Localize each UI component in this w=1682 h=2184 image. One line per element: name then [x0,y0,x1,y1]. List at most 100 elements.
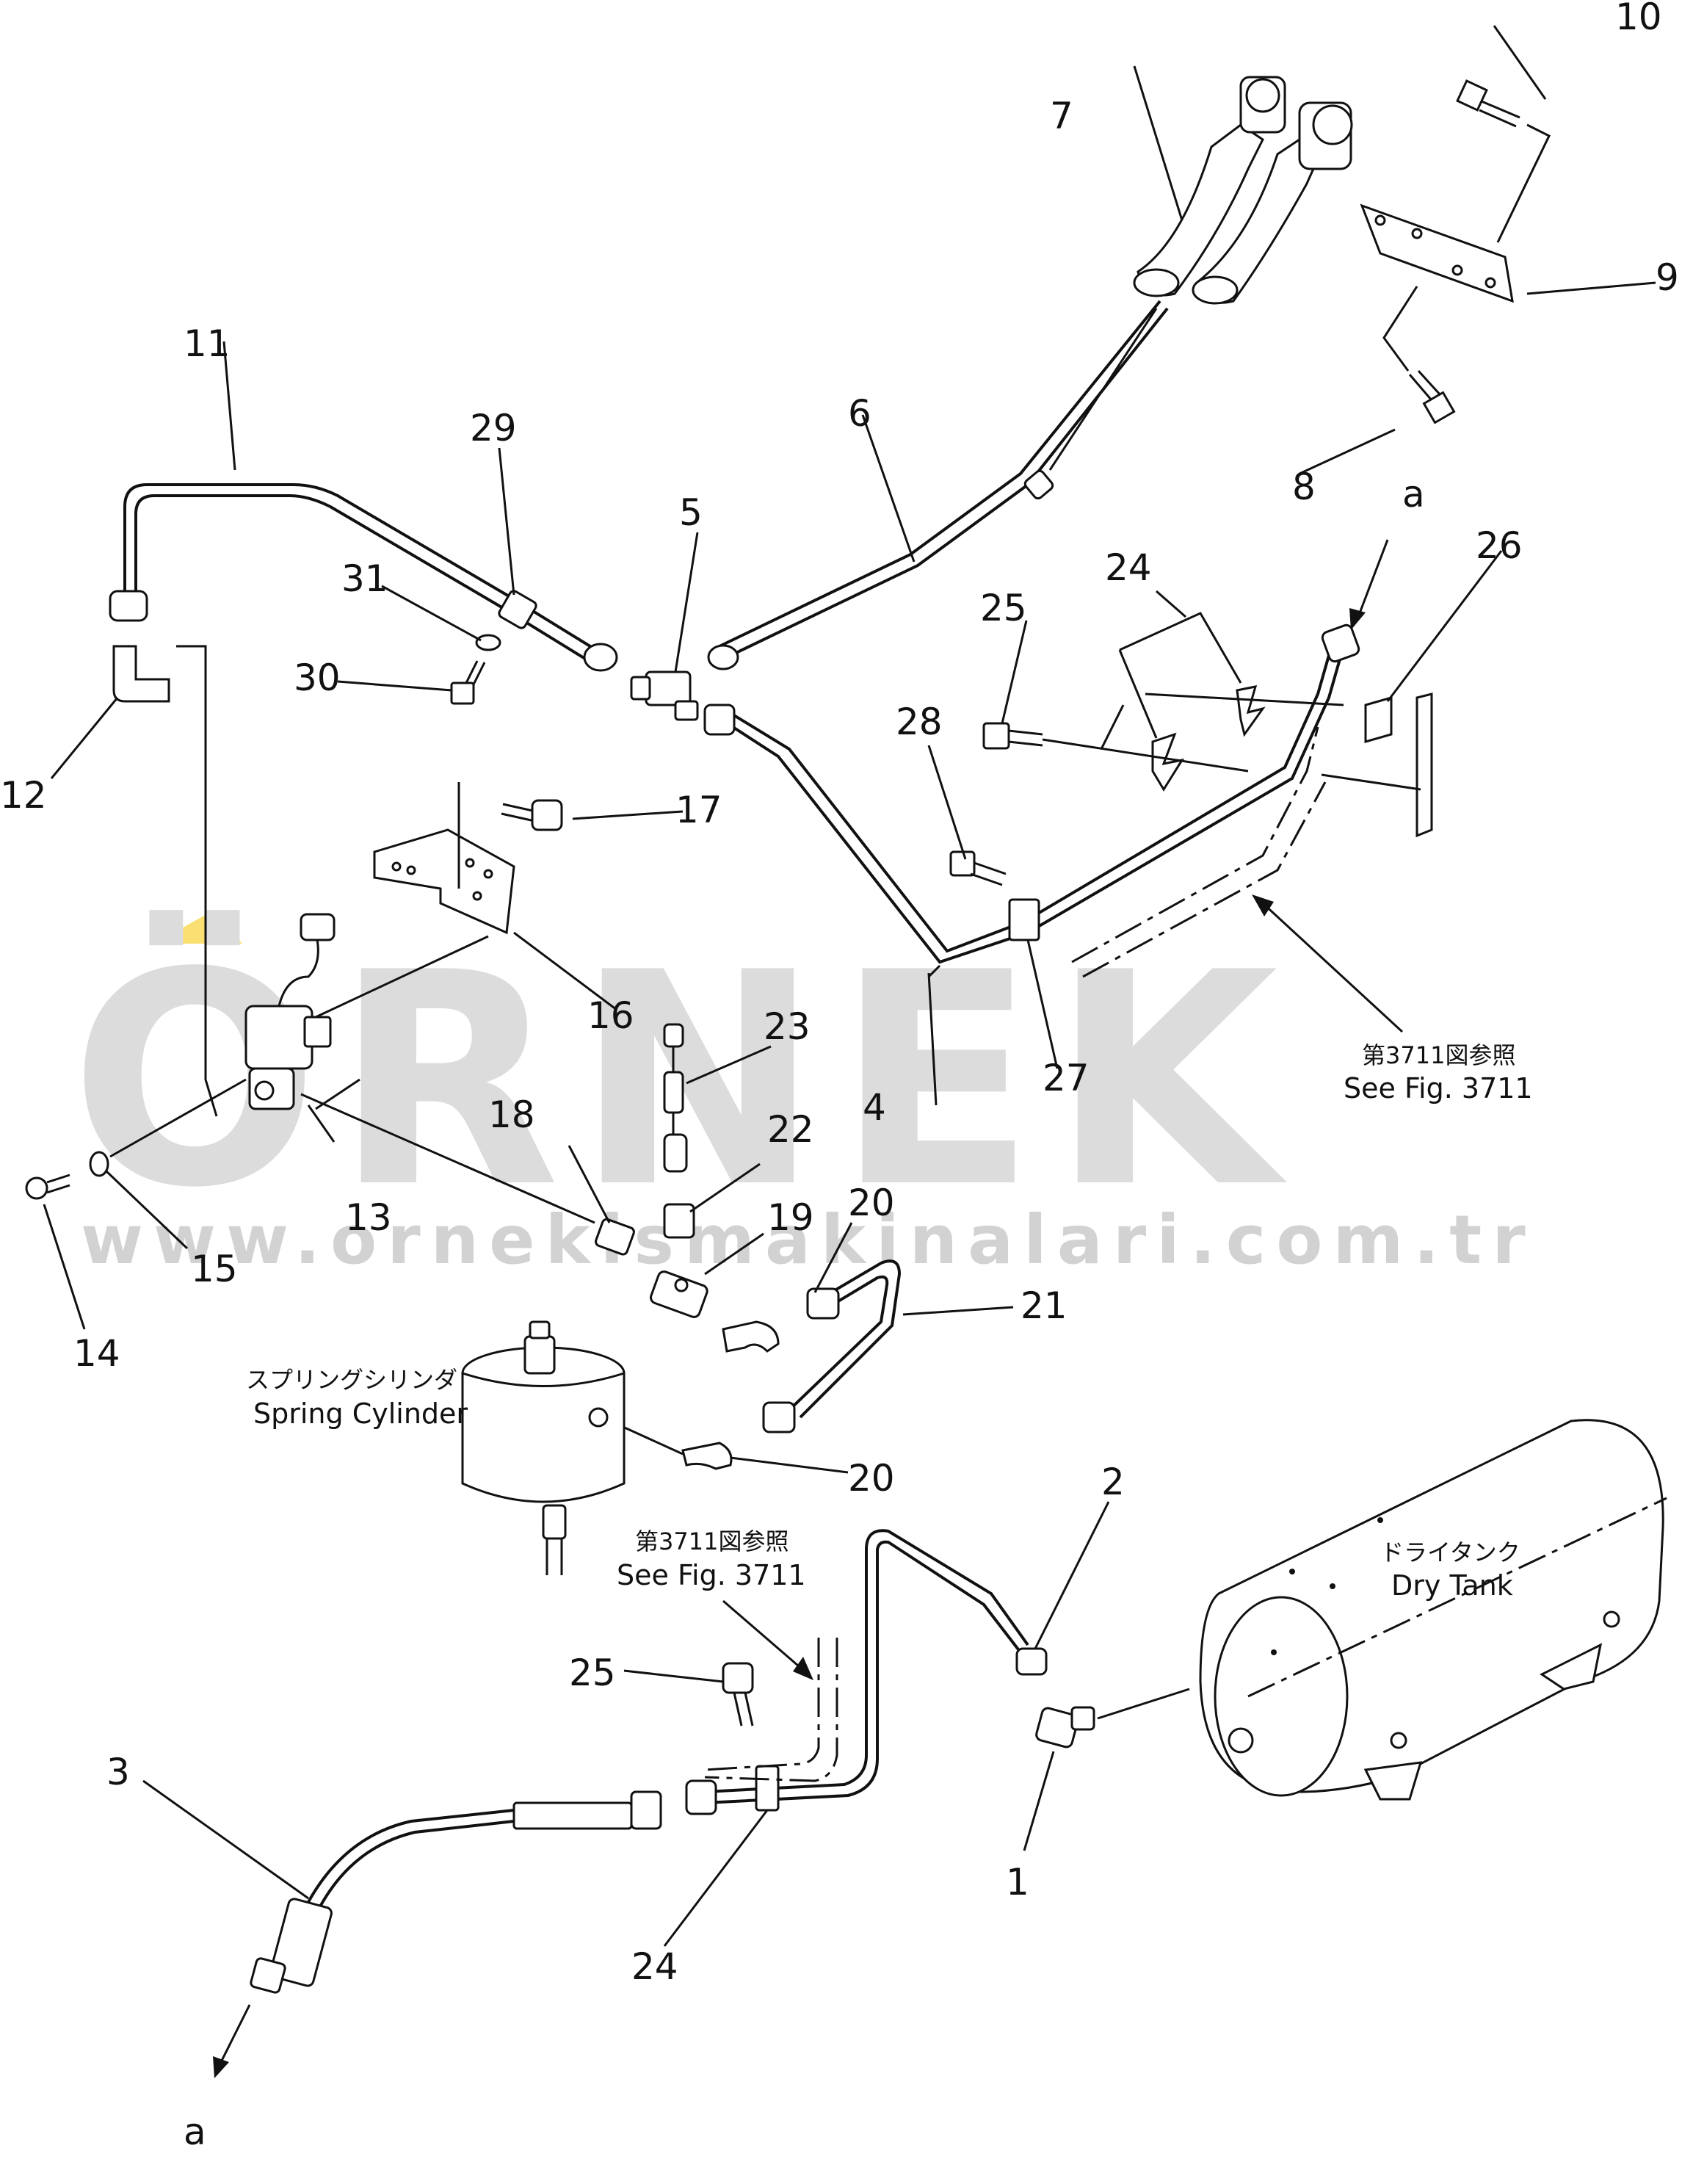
leader-bolt-10 [1496,123,1551,243]
horn-cap-right [1312,104,1353,145]
hose-3-nut [630,1790,662,1830]
leader-bolt-8 [1382,286,1418,372]
bolt-17-icon [501,799,563,831]
callout-11: 11 [184,322,231,365]
pipe-11-nut-end [583,643,618,672]
callout-labels: 1 2 3 4 5 6 7 8 9 10 11 12 13 14 15 16 1… [0,0,1679,1988]
callout-14: 14 [73,1332,120,1375]
pipe-11 [123,483,603,655]
callout-25-lower: 25 [569,1652,616,1694]
callout-31: 31 [341,557,388,600]
pipe-2-nut [1015,1647,1048,1676]
callout-3: 3 [106,1751,130,1793]
hose-3-sleeve [512,1801,633,1830]
callout-12: 12 [0,774,47,817]
fitting-1 [1035,1706,1095,1749]
horn-assembly [1133,76,1551,424]
elbow-20-lower [681,1442,733,1470]
elbow-12 [112,645,170,703]
callout-27: 27 [1043,1057,1090,1099]
callout-23: 23 [764,1005,811,1048]
pipe-4-nut-top [1321,623,1360,663]
leader-valve-bracket [315,935,489,1019]
spring-cylinder-label: Spring Cylinder [253,1397,468,1430]
callout-22: 22 [767,1108,814,1151]
dry-tank-label: Dry Tank [1391,1569,1513,1602]
reference-line-lower [704,1638,838,1782]
watermark-accent-shape [154,911,242,944]
see-fig-right: See Fig. 3711 [1344,1072,1533,1104]
pipe-21-nut-bottom [762,1401,796,1433]
horn-bell-right [1192,275,1239,305]
callout-8: 8 [1292,466,1316,508]
callout-29: 29 [470,407,517,449]
callout-20-upper: 20 [848,1182,895,1224]
reference-line-3711-b [1082,781,1327,978]
leader-lines [43,25,1656,2078]
see-fig-lower-jp: 第3711図参照 [635,1527,789,1555]
pipe-6-edge [719,300,1161,648]
callout-7: 7 [1050,95,1073,137]
see-fig-lower: See Fig. 3711 [617,1559,806,1591]
callout-15: 15 [191,1248,238,1290]
connector-18 [595,1218,635,1256]
reference-line-3711 [1071,726,1319,963]
horn-bracket [1360,203,1514,303]
callout-30: 30 [294,657,341,699]
callout-18: 18 [488,1093,535,1136]
callout-24-lower: 24 [631,1945,678,1988]
callout-13: 13 [345,1196,392,1239]
dry-tank [1199,1419,1667,1801]
watermark-url: www.ornekismakinalari.com.tr [81,1201,1536,1279]
clip-24-upper [1100,612,1344,792]
clip-29 [498,590,537,629]
screw-14-icon [25,1174,70,1200]
callout-1: 1 [1006,1861,1029,1903]
callout-24-upper: 24 [1105,546,1152,589]
spring-cylinder [461,1320,626,1575]
washer-15 [89,1151,109,1177]
bolt-28-icon [949,850,1007,886]
reference-labels: a a 第3711図参照 See Fig. 3711 第3711図参照 See … [184,473,1533,2153]
pipe-6-nut-end [707,644,739,670]
bolt-10-icon [1456,79,1520,128]
pipe-21 [799,1259,902,1419]
pipe-21-nut-top [806,1287,840,1320]
callout-2: 2 [1101,1461,1125,1503]
horn-cap-left [1245,78,1280,113]
bracket-hole [1451,264,1463,276]
pipe-6 [726,307,1169,659]
pipe-6-nut [1023,469,1054,500]
reference-a-top: a [1402,473,1425,516]
leader-valve-connector [300,1093,595,1224]
pipe-2-edge [704,1540,1022,1804]
callout-6: 6 [848,392,871,435]
hose-3-end [250,1898,333,1994]
bracket-hole [1374,214,1386,226]
bolt-25-lower-icon [722,1662,754,1726]
adapter-23 [663,1023,688,1173]
clip-24-lower [755,1765,780,1812]
reference-line-lower-b [704,1638,820,1771]
bolt-30-icon [450,660,486,705]
clamp-27 [1008,898,1040,941]
pipe-11-nut [109,590,148,622]
callout-21: 21 [1021,1284,1067,1327]
callout-19: 19 [767,1196,814,1239]
bolt-25-upper-icon [982,722,1249,773]
leader-elbow-valve [176,645,218,1117]
callout-16: 16 [587,994,634,1037]
horn-bell-left [1133,268,1180,297]
component-labels: スプリングシリンダ Spring Cylinder ドライタンク Dry Tan… [246,1366,1520,1602]
pipe-4-nut [703,704,736,736]
elbow-20-upper [722,1320,780,1353]
pipe-2 [704,1529,1029,1793]
bracket-hole [1411,228,1423,239]
callout-20-lower: 20 [848,1457,895,1500]
pipe-11-edge [134,494,596,666]
bolt-8-icon [1408,369,1456,424]
callout-10: 10 [1615,0,1662,38]
tee-19 [649,1270,708,1318]
dry-tank-label-jp: ドライタンク [1380,1538,1520,1566]
